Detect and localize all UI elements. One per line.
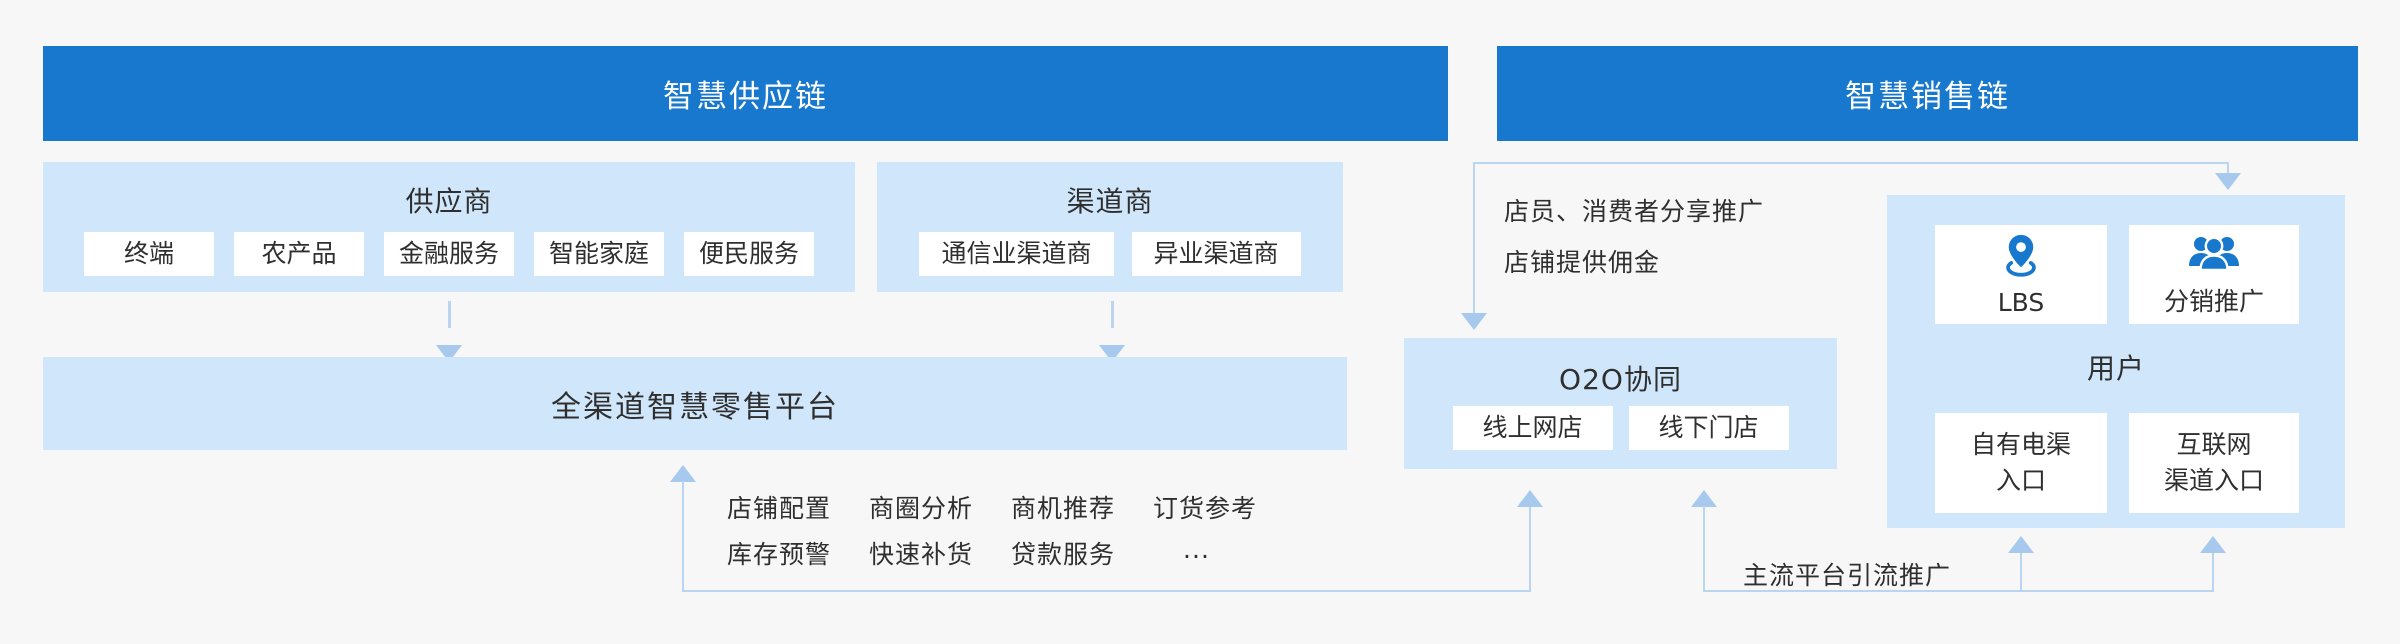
own-echannel-entry-cell: 自有电渠 入口 <box>1935 413 2107 513</box>
suppliers-title: 供应商 <box>405 185 493 218</box>
o2o-item-offline: 线下门店 <box>1628 406 1789 450</box>
supply-chain-header-label: 智慧供应链 <box>663 79 828 115</box>
sales-chain-header: 智慧销售链 <box>1497 46 2358 141</box>
promo-note-line1: 店员、消费者分享推广 <box>1504 197 1765 226</box>
o2o-item-online: 线上网店 <box>1452 406 1613 450</box>
distribution-label: 分销推广 <box>2163 286 2264 316</box>
platform-services-row2: 库存预警 快速补货 贷款服务 ... <box>727 535 1210 571</box>
lbs-location-pin-icon <box>1998 232 2044 284</box>
supplier-item: 农产品 <box>234 232 364 276</box>
o2o-panel: O2O协同 线上网店 线下门店 <box>1404 338 1837 469</box>
platform-services-row1: 店铺配置 商圈分析 商机推荐 订货参考 <box>727 489 1257 525</box>
traffic-note: 主流平台引流推广 <box>1743 561 1952 590</box>
service-item: ... <box>1183 535 1210 564</box>
platform-bar: 全渠道智慧零售平台 <box>43 357 1347 450</box>
channel-item: 异业渠道商 <box>1131 232 1301 276</box>
service-item: 店铺配置 <box>727 494 832 523</box>
user-panel: LBS 分销推广 用户 自有电渠 入口 互联网 渠道入口 <box>1887 195 2345 528</box>
channels-panel: 渠道商 通信业渠道商 异业渠道商 <box>877 162 1343 292</box>
service-item: 商机推荐 <box>1011 494 1116 523</box>
channel-item: 通信业渠道商 <box>919 232 1114 276</box>
platform-title: 全渠道智慧零售平台 <box>551 389 839 425</box>
service-item: 贷款服务 <box>1011 540 1116 569</box>
sales-chain-header-label: 智慧销售链 <box>1845 79 2010 115</box>
channels-title: 渠道商 <box>1066 185 1154 218</box>
suppliers-panel: 供应商 终端 农产品 金融服务 智能家庭 便民服务 <box>43 162 855 292</box>
internet-channel-entry-cell: 互联网 渠道入口 <box>2129 413 2299 513</box>
promo-note-line2: 店铺提供佣金 <box>1504 248 1661 277</box>
supply-chain-header: 智慧供应链 <box>43 46 1448 141</box>
entry-label-line: 入口 <box>1995 466 2046 495</box>
user-title: 用户 <box>2086 352 2145 385</box>
service-item: 库存预警 <box>727 540 832 569</box>
supplier-item: 便民服务 <box>684 232 814 276</box>
distribution-cell: 分销推广 <box>2129 225 2299 324</box>
supplier-item: 智能家庭 <box>534 232 664 276</box>
o2o-title: O2O协同 <box>1559 363 1682 396</box>
entry-label-line: 渠道入口 <box>2163 466 2264 495</box>
service-item: 订货参考 <box>1153 494 1258 523</box>
supplier-item: 金融服务 <box>384 232 514 276</box>
entry-label-line: 自有电渠 <box>1970 430 2071 459</box>
service-item: 快速补货 <box>869 540 974 569</box>
entry-label-line: 互联网 <box>2176 430 2252 459</box>
distribution-people-icon <box>2186 232 2242 278</box>
supplier-item: 终端 <box>84 232 214 276</box>
lbs-label: LBS <box>1997 288 2045 317</box>
lbs-cell: LBS <box>1935 225 2107 324</box>
service-item: 商圈分析 <box>869 494 974 523</box>
